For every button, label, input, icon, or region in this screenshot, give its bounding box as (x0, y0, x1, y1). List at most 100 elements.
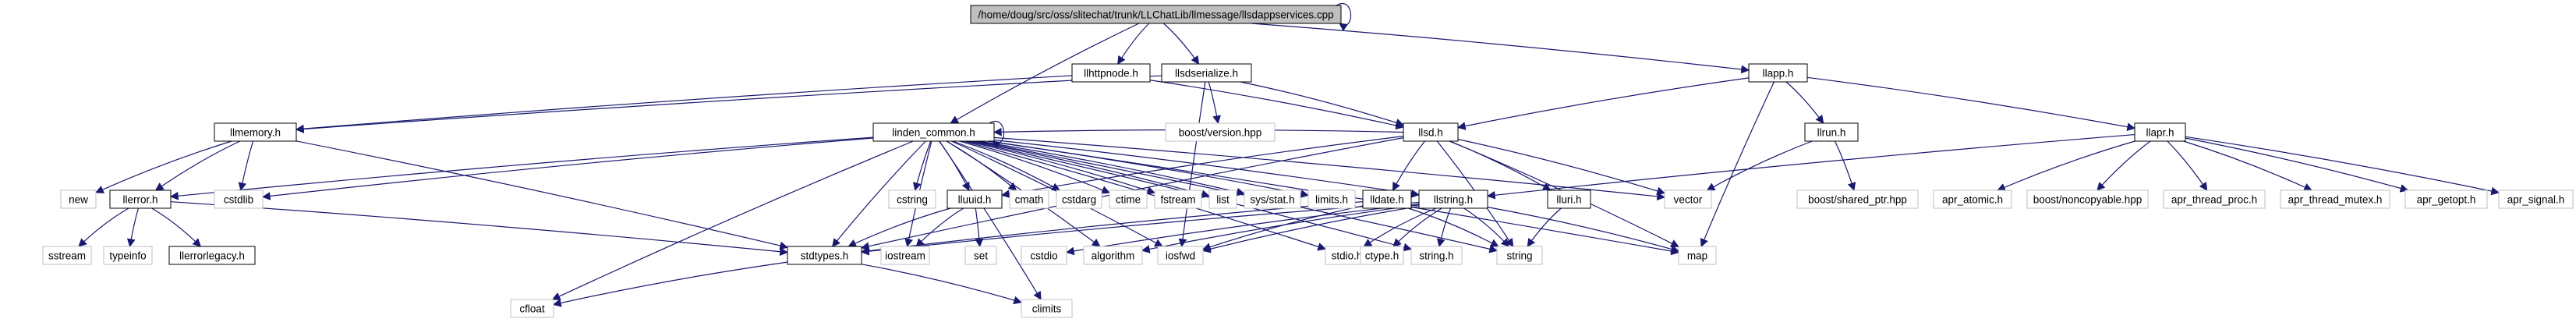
node-linden-common[interactable]: linden_common.h (872, 122, 995, 142)
node-box (214, 122, 297, 142)
node-label: lluuid.h (958, 194, 992, 206)
node-cstdio: cstdio (1021, 246, 1067, 265)
node-label: typeinfo (109, 250, 146, 262)
include-edge-llstring-stdio (1363, 207, 1437, 247)
node-label: llsd.h (1418, 127, 1443, 139)
node-label: llapp.h (1763, 68, 1794, 80)
node-box (2404, 190, 2488, 209)
node-box (1664, 190, 1712, 209)
include-edge-linden_common-cstring (912, 140, 932, 192)
include-edge-linden_common-llstring (993, 139, 1421, 198)
node-box (970, 5, 1342, 24)
node-lldate[interactable]: lldate.h (1362, 190, 1412, 209)
edge-layer (78, 3, 2500, 307)
node-label: cstdio (1030, 250, 1057, 262)
node-box (1157, 246, 1204, 265)
node-boost-version: boost/version.hpp (1165, 122, 1276, 142)
node-llmemory[interactable]: llmemory.h (214, 122, 297, 142)
include-edge-llhttpnode-llsd (1149, 80, 1405, 130)
node-box (872, 122, 995, 142)
include-edge-llapr-apr_getopt (2185, 137, 2409, 193)
node-llerror[interactable]: llerror.h (109, 190, 172, 209)
node-llsd[interactable]: llsd.h (1403, 122, 1459, 142)
include-edge-llapr-boost_noncopyable (2097, 140, 2151, 191)
include-edge-stdtypes-climits (861, 264, 1023, 305)
node-label: list (1216, 194, 1230, 206)
include-edge-llsd-lluuid (1000, 136, 1404, 199)
node-label: llhttpnode.h (1084, 68, 1138, 80)
node-box (1154, 190, 1202, 209)
include-edge-linden_common-lluuid (939, 140, 970, 191)
include-edge-llsdserialize-iosfwd (1178, 81, 1206, 248)
include-edge-linden_common-llerror (169, 136, 874, 200)
include-edge-llapr-apr_atomic (1997, 140, 2135, 192)
node-label: lldate.h (1370, 194, 1404, 206)
node-label: climits (1032, 303, 1062, 315)
node-label: vector (1674, 194, 1703, 206)
node-box (168, 246, 256, 265)
include-edge-llerror-sstream (78, 207, 129, 247)
node-sysstat: sys/stat.h (1244, 190, 1301, 209)
include-edge-llstring-string (1463, 207, 1510, 247)
include-edge-root-llsdserialize (1163, 23, 1200, 65)
node-box (1360, 246, 1404, 265)
node-root[interactable]: /home/doug/src/oss/slitechat/trunk/LLCha… (970, 5, 1342, 24)
node-label: iostream (885, 250, 925, 262)
include-edge-llapp-llapr (1806, 76, 2136, 132)
node-lluuid[interactable]: lluuid.h (947, 190, 1003, 209)
node-cstring: cstring (888, 190, 936, 209)
node-llapp[interactable]: llapp.h (1748, 63, 1808, 83)
node-box (1021, 246, 1067, 265)
include-edge-llmemory-llerror (154, 140, 241, 191)
node-box (1021, 299, 1073, 318)
node-llrun[interactable]: llrun.h (1804, 122, 1859, 142)
node-box (103, 246, 153, 265)
node-lluri[interactable]: lluri.h (1547, 190, 1591, 209)
node-label: llrun.h (1817, 127, 1846, 139)
node-apr-thread-proc: apr_thread_proc.h (2163, 190, 2266, 209)
include-edge-llsd-lldate (1392, 140, 1425, 191)
node-llstring[interactable]: llstring.h (1418, 190, 1488, 209)
node-apr-getopt: apr_getopt.h (2404, 190, 2488, 209)
node-box (1496, 246, 1543, 265)
include-edge-lluri-string (1527, 207, 1562, 247)
node-llsdserialize[interactable]: llsdserialize.h (1161, 63, 1252, 83)
include-edge-linden_common-cstdlib (261, 137, 874, 200)
include-edge-lluuid-stdtypes (847, 207, 951, 247)
include-edge-linden_common-list (971, 140, 1211, 199)
node-label: map (1687, 250, 1707, 262)
node-label: cstdlib (224, 194, 253, 206)
node-label: ctype.h (1365, 250, 1399, 262)
node-box (1307, 190, 1356, 209)
node-label: boost/shared_ptr.hpp (1808, 194, 1907, 206)
node-label: llapr.h (2146, 127, 2174, 139)
include-edge-llstring-map (1487, 207, 1680, 253)
include-edge-root-linden_common (950, 23, 1140, 124)
include-edge-llapp-map (1700, 81, 1775, 247)
node-label: apr_getopt.h (2417, 194, 2476, 206)
node-box (2163, 190, 2266, 209)
node-box (1933, 190, 2012, 209)
include-edge-llhttpnode-llmemory (295, 75, 1073, 133)
node-box (1009, 190, 1049, 209)
node-label: llerror.h (122, 194, 157, 206)
node-stdtypes[interactable]: stdtypes.h (787, 246, 862, 265)
node-label: cfloat (519, 303, 545, 315)
node-label: apr_thread_proc.h (2171, 194, 2257, 206)
node-llerrorlegacy[interactable]: llerrorlegacy.h (168, 246, 256, 265)
node-boost-noncopyable: boost/noncopyable.hpp (2026, 190, 2149, 209)
node-llhttpnode[interactable]: llhttpnode.h (1071, 63, 1151, 83)
node-llapr[interactable]: llapr.h (2134, 122, 2186, 142)
node-iostream: iostream (880, 246, 930, 265)
include-edge-root-root (1336, 3, 1352, 31)
node-label: apr_signal.h (2507, 194, 2565, 206)
node-label: sstream (48, 250, 86, 262)
node-box (1165, 122, 1276, 142)
node-box (1083, 246, 1143, 265)
include-edge-llmemory-cstdlib (238, 140, 254, 192)
node-box (1403, 122, 1459, 142)
node-cstdarg: cstdarg (1056, 190, 1102, 209)
include-edge-llapp-llsd (1456, 77, 1750, 130)
node-box (2280, 190, 2390, 209)
